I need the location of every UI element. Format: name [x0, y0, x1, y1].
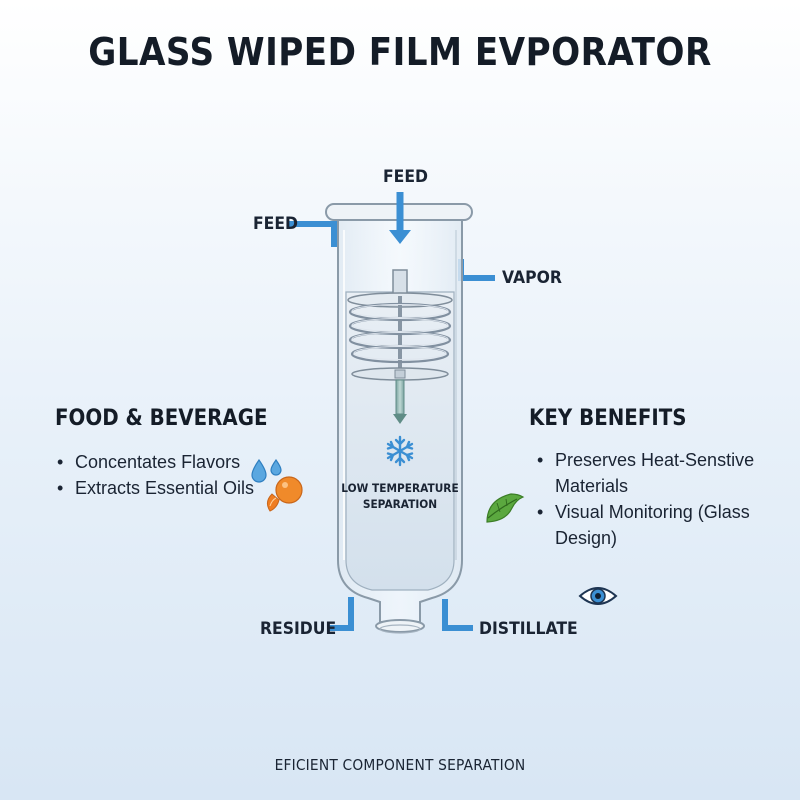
food-beverage-list: Concentates Flavors Extracts Essential O… — [55, 449, 255, 501]
inner-label-line-1: LOW TEMPERATURE — [341, 481, 459, 495]
page-title: GLASS WIPED FILM EVPORATOR — [88, 30, 712, 74]
list-item: Extracts Essential Oils — [55, 475, 255, 501]
key-benefits-heading: KEY BENEFITS — [529, 406, 687, 431]
eye-icon — [578, 587, 618, 605]
footer-tagline: EFICIENT COMPONENT SEPARATION — [274, 756, 526, 774]
leaf-icon — [486, 493, 525, 523]
orange-fruit-icon — [266, 476, 303, 512]
distillate-pipe — [442, 599, 473, 631]
distillate-label: DISTILLATE — [479, 619, 578, 639]
key-benefits-list: Preserves Heat-Senstive Materials Visual… — [535, 447, 797, 551]
residue-pipe — [328, 597, 354, 631]
food-beverage-heading: FOOD & BEVERAGE — [55, 406, 268, 431]
feed-side-label: FEED — [253, 214, 299, 234]
inner-label-line-2: SEPARATION — [362, 497, 438, 511]
motor-shaft-top — [392, 269, 408, 297]
list-item-line-1: Visual Monitoring (Glass — [555, 502, 750, 522]
water-drops-icon — [251, 458, 282, 483]
list-item-line-2: Design) — [555, 528, 618, 548]
vapor-label: VAPOR — [502, 268, 562, 288]
wiper-assembly — [347, 269, 453, 424]
snowflake-icon — [386, 435, 414, 467]
residue-label: RESIDUE — [260, 619, 337, 639]
vapor-pipe — [458, 259, 495, 281]
feed-side-pipe — [289, 221, 337, 247]
list-item: Concentates Flavors — [55, 449, 255, 475]
feed-arrow — [389, 192, 411, 244]
feed-top-label: FEED — [383, 167, 429, 187]
low-temperature-separation-label: LOW TEMPERATURE SEPARATION — [336, 480, 465, 512]
bottom-outlet — [375, 619, 425, 633]
rotor-shaft — [395, 379, 405, 415]
list-item: Preserves Heat-Senstive Materials — [535, 447, 797, 499]
